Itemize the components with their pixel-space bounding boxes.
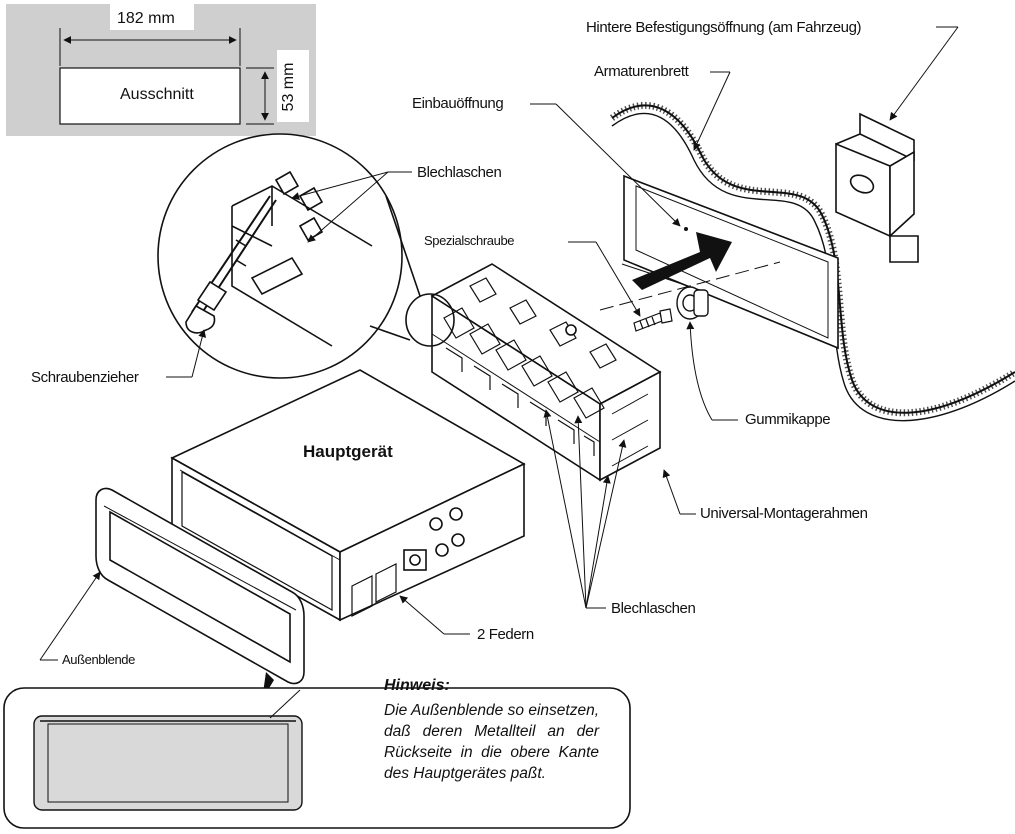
cutout-width-label: 182 mm [117,10,175,27]
cutout-panel [6,4,316,136]
main-unit [170,369,526,622]
dashboard-label: Armaturenbrett [594,63,689,80]
outer-trim [95,487,305,685]
cutout-label: Ausschnitt [120,86,194,103]
special-screw-label: Spezialschraube [424,233,515,248]
rear-mount-hole-label: Hintere Befestigungsöffnung (am Fahrzeug… [586,19,862,36]
special-screw [633,308,673,332]
universal-frame-label: Universal-Montagerahmen [700,505,868,522]
rear-bracket [835,112,919,263]
outer-trim-label: Außenblende [62,652,135,667]
rubber-cap-label: Gummikappe [745,411,831,428]
rubber-cap [676,286,709,320]
universal-mounting-frame [430,263,662,482]
detail-magnifier [157,133,455,379]
screwdriver-label: Schraubenzieher [31,369,139,386]
sheet-tabs-top-label: Blechlaschen [417,164,502,181]
leader-lines [39,26,959,661]
mounting-opening-label: Einbauöffnung [412,95,504,112]
main-unit-label: Hauptgerät [303,442,393,461]
cutout-height-label: 53 mm [280,62,297,112]
sheet-tabs-bottom-label: Blechlaschen [611,600,696,617]
dashboard-panel [609,101,1015,422]
note-title: Hinweis: [384,677,450,694]
two-springs-label: 2 Federn [477,626,534,643]
note-body: Die Außenblende so einsetzen, daß deren … [384,702,599,782]
note-box [3,687,631,829]
